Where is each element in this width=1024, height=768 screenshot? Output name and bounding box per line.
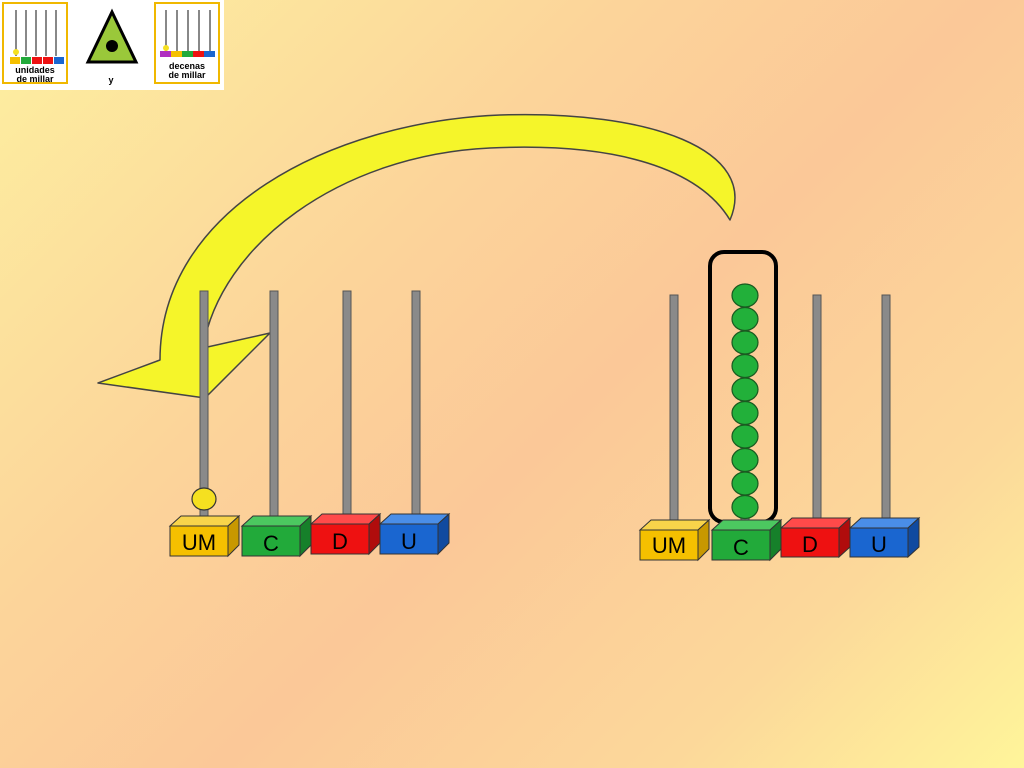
bead-green xyxy=(731,424,759,449)
abacus-left: UM C D U xyxy=(168,290,451,558)
bead-green xyxy=(731,353,759,379)
base-label-d: D xyxy=(332,529,348,554)
base-label-u: U xyxy=(871,532,887,557)
triangle-dot-icon xyxy=(85,8,139,64)
bead-green xyxy=(731,330,759,355)
card-label-line2: de millar xyxy=(168,70,206,80)
bead-green xyxy=(731,306,759,332)
bead-green xyxy=(731,377,759,402)
card-label-y: y xyxy=(108,75,114,85)
bead-green xyxy=(731,400,759,426)
rod xyxy=(881,294,891,522)
rod xyxy=(269,290,279,520)
base-um: UM xyxy=(638,518,711,562)
base-um: UM xyxy=(168,514,241,558)
base-label-u: U xyxy=(401,529,417,554)
bead-green xyxy=(731,447,759,473)
base-u: U xyxy=(378,512,451,556)
bead-green xyxy=(731,494,759,520)
rod xyxy=(812,294,822,522)
base-label-c: C xyxy=(733,535,749,560)
card-label-line1: unidades xyxy=(15,65,55,75)
base-label-um: UM xyxy=(652,533,686,558)
bead-stack-green xyxy=(731,283,759,520)
rod xyxy=(411,290,421,518)
rod xyxy=(199,290,209,520)
base-u: U xyxy=(848,516,921,559)
card-decenas-de-millar: decenas de millar xyxy=(154,2,220,84)
card-unidades-de-millar: unidades de millar xyxy=(2,2,68,84)
card-label-line1: decenas xyxy=(168,61,206,71)
abacus-um-icon xyxy=(10,10,64,64)
bead-yellow xyxy=(191,487,217,511)
card-y: y xyxy=(78,2,144,85)
base-label-d: D xyxy=(802,532,818,557)
base-c: C xyxy=(240,514,313,558)
base-d: D xyxy=(779,516,852,559)
card-label-line2: de millar xyxy=(16,74,54,84)
bead-green xyxy=(731,471,759,496)
abacus-right: UM C D U xyxy=(638,250,921,562)
rod xyxy=(669,294,679,524)
rod xyxy=(342,290,352,518)
base-c: C xyxy=(710,518,783,562)
abacus-dm-icon xyxy=(160,10,215,57)
base-label-c: C xyxy=(263,531,279,556)
header-cards: unidades de millar y decenas de millar xyxy=(0,0,224,90)
base-label-um: UM xyxy=(182,530,216,555)
curved-arrow xyxy=(97,113,736,399)
base-d: D xyxy=(309,512,382,556)
bead-green xyxy=(731,283,759,308)
